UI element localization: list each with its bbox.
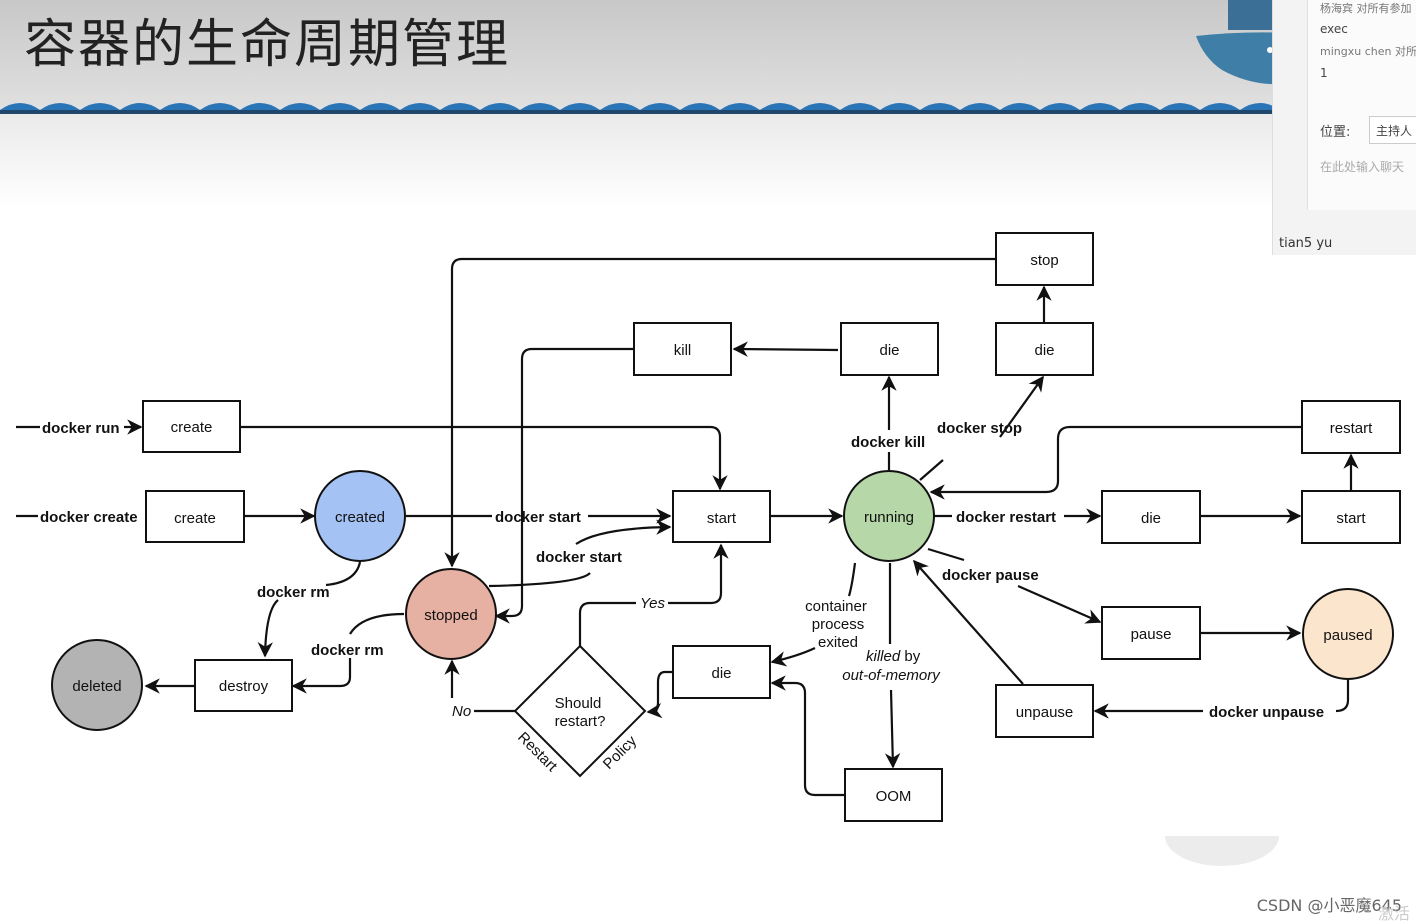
chat-message-sender: 杨海宾 对所有参加 [1320, 2, 1412, 15]
decision-diamond [513, 644, 647, 778]
event-label: restart [1330, 420, 1373, 437]
event-label: start [1336, 510, 1366, 527]
exit-annotation: container [805, 598, 867, 615]
event-label: create [171, 419, 213, 436]
yes-label: Yes [640, 595, 666, 612]
chat-panel: 杨海宾 对所有参加 exec mingxu chen 对所有 1 位置: 在此处… [1272, 0, 1416, 255]
oom-annotation: killed by [866, 648, 921, 665]
state-deleted [51, 639, 143, 731]
event-box-start-main [672, 490, 771, 543]
event-box-restart [1301, 400, 1401, 454]
event-label: OOM [876, 788, 912, 805]
chat-message: exec [1320, 22, 1348, 36]
slide-title: 容器的生命周期管理 [24, 15, 511, 75]
command-label: docker rm [311, 642, 384, 659]
edges [16, 257, 1359, 797]
event-label: die [1034, 342, 1054, 359]
chat-position-label: 位置: [1320, 125, 1351, 140]
event-box-unpause [995, 684, 1094, 738]
decision-text: restart? [555, 713, 606, 730]
wave-decoration [0, 103, 1300, 114]
command-label: docker start [536, 549, 622, 566]
chat-position-select[interactable]: 主持人 [1369, 116, 1416, 144]
command-label: docker start [495, 509, 581, 526]
event-label: unpause [1016, 704, 1074, 721]
event-box-oom [844, 768, 943, 822]
state-running [843, 470, 935, 562]
command-label: docker rm [257, 584, 330, 601]
event-box-die-stop [995, 322, 1094, 376]
event-box-create-run [142, 400, 241, 453]
annotations: Yes No container process exited killed b… [452, 595, 941, 720]
event-box-pause [1101, 606, 1201, 660]
state-paused [1302, 588, 1394, 680]
chat-user-name: tian5 yu [1279, 236, 1333, 251]
decorative-shape [1165, 836, 1279, 866]
slide-header-fade [0, 110, 1416, 210]
chat-position-value: 主持人 [1376, 124, 1413, 138]
event-label: die [1141, 510, 1161, 527]
event-label: create [174, 510, 216, 527]
chat-input[interactable]: 在此处输入聊天 [1320, 160, 1405, 174]
exit-annotation: exited [818, 634, 858, 651]
exit-annotation: process [812, 616, 865, 633]
command-label: docker pause [942, 567, 1039, 584]
command-label: docker run [42, 420, 120, 437]
event-box-die-kill [840, 322, 939, 376]
event-label: destroy [219, 678, 269, 695]
event-label: pause [1131, 626, 1172, 643]
event-label: die [879, 342, 899, 359]
oom-annotation-killed: killed [866, 648, 901, 665]
command-label: docker kill [851, 434, 925, 451]
csdn-watermark: CSDN @小恶魔645 [1256, 896, 1402, 915]
event-box-destroy [194, 659, 293, 712]
state-label: deleted [72, 678, 121, 695]
event-box-start-restart [1301, 490, 1401, 544]
event-box-die-restart [1101, 490, 1201, 544]
command-label: docker restart [956, 509, 1056, 526]
state-circles: created stopped running paused deleted [51, 470, 1394, 731]
state-label: paused [1323, 627, 1372, 644]
event-box-die-exit [672, 645, 771, 699]
command-labels: docker run docker create docker start do… [40, 420, 1324, 721]
state-stopped [405, 568, 497, 660]
state-created [314, 470, 406, 562]
command-label: docker unpause [1209, 704, 1324, 721]
no-label: No [452, 703, 471, 720]
activate-watermark: 激活 [1377, 904, 1410, 923]
event-box-kill [633, 322, 732, 376]
event-box-create-create [145, 490, 245, 543]
oom-annotation-by: by [900, 648, 921, 665]
decision-text: Should [555, 695, 602, 712]
state-label: created [335, 509, 385, 526]
event-label: stop [1030, 252, 1058, 269]
oom-annotation: out-of-memory [842, 667, 941, 684]
chat-message-sender: mingxu chen 对所有 [1320, 45, 1416, 58]
event-label: kill [674, 342, 692, 359]
event-box-stop [995, 232, 1094, 286]
chat-message-list: 杨海宾 对所有参加 exec mingxu chen 对所有 1 位置: 在此处… [1307, 0, 1416, 210]
chat-message: 1 [1320, 66, 1328, 80]
state-label: stopped [424, 607, 477, 624]
command-label: docker create [40, 509, 138, 526]
event-label: die [711, 665, 731, 682]
state-label: running [864, 509, 914, 526]
decision-node: Should restart? Restart Policy [513, 644, 647, 778]
event-label: start [707, 510, 737, 527]
event-boxes: create create start kill die die stop re… [142, 232, 1401, 822]
command-label: docker stop [937, 420, 1022, 437]
